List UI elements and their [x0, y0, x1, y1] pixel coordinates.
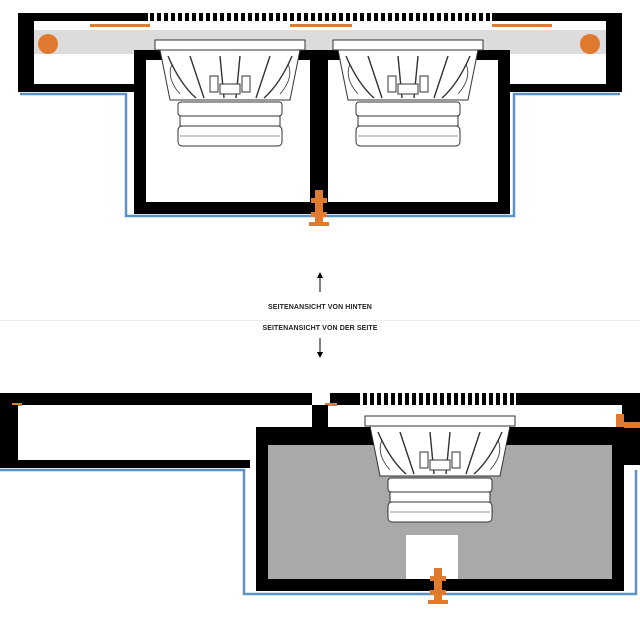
strip-right — [492, 24, 552, 27]
arrow-down-icon — [317, 338, 323, 358]
outer-wall-right — [606, 21, 622, 91]
arrow-up-icon — [317, 272, 323, 292]
strip-left — [90, 24, 150, 27]
side-view — [0, 393, 640, 604]
top-board-left — [18, 13, 148, 21]
rail-bolt-left — [38, 34, 58, 54]
label-side-view: SEITENANSICHT VON DER SEITE — [262, 325, 378, 332]
vent-dots — [150, 13, 490, 21]
rail-bolt-right — [580, 34, 600, 54]
enclosure-outline-bottom — [0, 468, 638, 596]
strip-center — [290, 24, 352, 27]
rear-view — [18, 13, 622, 226]
top-board-right — [492, 13, 622, 21]
divider — [0, 320, 640, 321]
outer-wall-left — [18, 21, 34, 91]
label-rear-view: SEITENANSICHT VON HINTEN — [268, 304, 372, 311]
